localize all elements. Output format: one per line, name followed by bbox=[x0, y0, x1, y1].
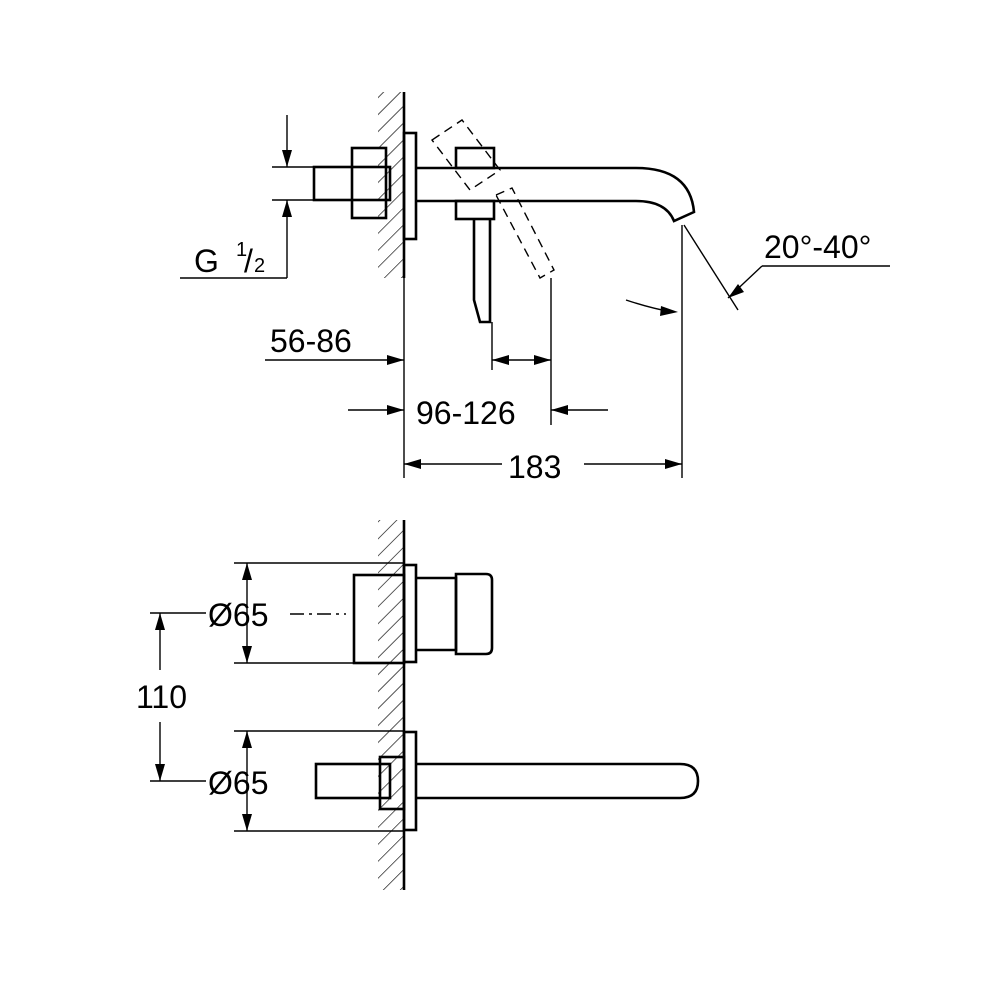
angle-arrow-left bbox=[660, 306, 678, 316]
angle-arrow-right bbox=[728, 284, 744, 298]
lower-plate bbox=[402, 730, 418, 832]
lever-range-arrow-right bbox=[551, 405, 568, 415]
upper-diameter-label: Ø65 bbox=[208, 597, 268, 633]
projection-arrow-left bbox=[404, 459, 421, 469]
upper-handle bbox=[416, 576, 458, 652]
lever-base-lower bbox=[454, 199, 496, 221]
front-view: Ø65 Ø65 110 bbox=[136, 520, 700, 890]
lever-base bbox=[454, 146, 496, 170]
lever-dim-arrow-right bbox=[534, 355, 551, 365]
upper-dim-arrow-bottom bbox=[242, 646, 252, 663]
lower-pipe bbox=[314, 762, 392, 800]
projection-label: 183 bbox=[508, 449, 561, 485]
lower-dim-arrow-top bbox=[242, 731, 252, 748]
thread-label-prefix: G bbox=[194, 243, 219, 279]
wall-hatching-bottom bbox=[378, 520, 404, 890]
spacing-arrow-bottom bbox=[155, 764, 165, 781]
upper-dim-arrow-top bbox=[242, 563, 252, 580]
thread-arrow-top bbox=[282, 150, 292, 167]
lever-handle bbox=[472, 219, 492, 324]
upper-plate bbox=[402, 563, 418, 664]
projection-arrow-right bbox=[665, 459, 682, 469]
thread-label-denominator: 2 bbox=[254, 255, 265, 277]
spacing-label: 110 bbox=[136, 679, 187, 715]
depth-arrow bbox=[387, 355, 404, 365]
angle-label: 20°-40° bbox=[764, 229, 871, 265]
mounting-plate bbox=[402, 131, 418, 241]
lever-rotated-dashed bbox=[430, 119, 502, 191]
spout bbox=[416, 166, 696, 223]
thread-arrow-bottom bbox=[282, 200, 292, 217]
lower-spout bbox=[416, 762, 700, 800]
spacing-arrow-top bbox=[155, 613, 165, 630]
lower-dim-arrow-bottom bbox=[242, 814, 252, 831]
angle-line bbox=[683, 224, 739, 311]
lever-offset-label: 96-126 bbox=[416, 395, 516, 431]
lower-diameter-label: Ø65 bbox=[208, 765, 268, 801]
body-block bbox=[350, 146, 388, 220]
upper-handle-cap bbox=[454, 572, 494, 656]
thread-label-slash: / bbox=[244, 243, 253, 279]
lever-dim-arrow-left bbox=[492, 355, 509, 365]
depth-label: 56-86 bbox=[270, 323, 352, 359]
lever-handle-rotated-dashed bbox=[495, 187, 555, 279]
thread-label-numerator: 1 bbox=[236, 239, 247, 261]
lever-range-arrow-left bbox=[387, 405, 404, 415]
side-view: G 1 / 2 56-86 96-126 183 20°-40° bbox=[180, 92, 890, 485]
